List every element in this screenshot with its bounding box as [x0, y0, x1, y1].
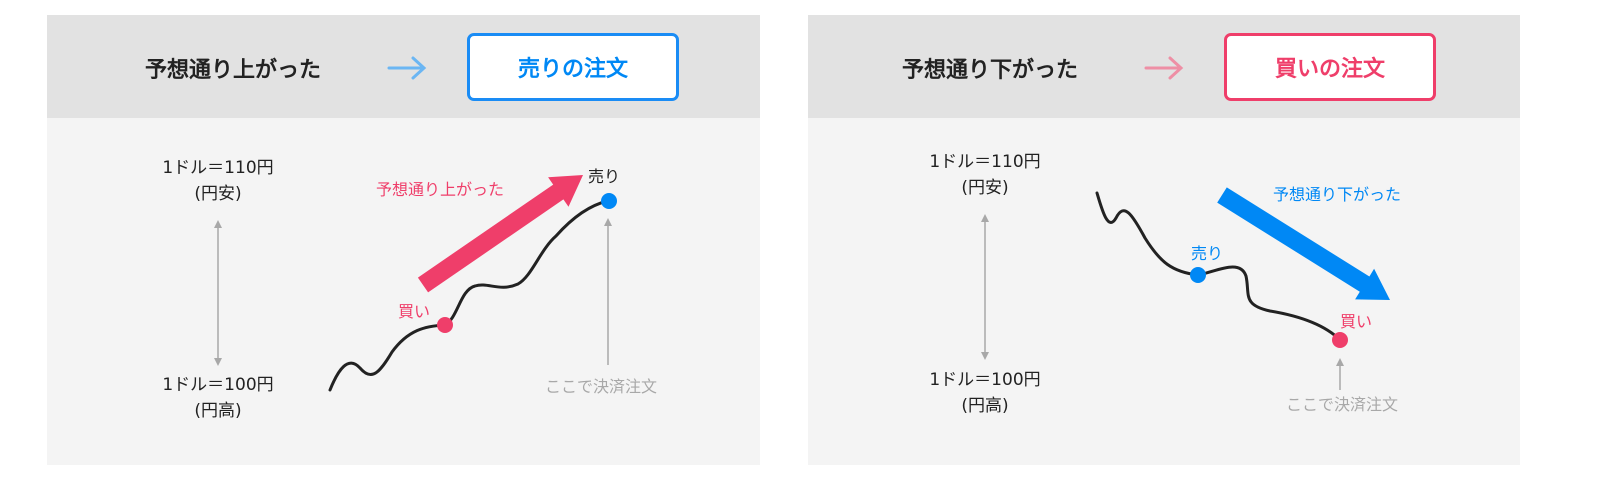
entry-label: 売り [1190, 244, 1224, 263]
rate-high-value: 1ドル＝110円 [929, 152, 1041, 172]
exit-label: 売り [587, 167, 621, 186]
buy-point-dot [437, 317, 453, 333]
rate-low-note: (円高) [961, 396, 1009, 416]
settle-label: ここで決済注文 [1285, 395, 1399, 414]
sell-point-dot [1190, 267, 1206, 283]
price-curve-rise [328, 199, 610, 392]
buy-point-dot [1332, 332, 1348, 348]
trend-down-arrow [1217, 187, 1390, 300]
rate-high-note: (円安) [961, 178, 1009, 198]
header-title: 予想通り上がった [144, 58, 322, 83]
header-title: 予想通り下がった [901, 58, 1079, 83]
entry-label: 買い [397, 302, 431, 321]
trend-up-arrow [417, 175, 583, 293]
price-curve-fall [1095, 191, 1342, 342]
rate-low-value: 1ドル＝100円 [929, 370, 1041, 390]
rate-high-label: 1ドル＝110円 (円安) [162, 155, 273, 207]
trend-label: 予想通り上がった [375, 180, 505, 199]
trend-label: 予想通り下がった [1272, 185, 1402, 204]
settle-label: ここで決済注文 [544, 377, 658, 396]
exit-label: 買い [1339, 312, 1373, 331]
header-arrow-icon-left [387, 56, 427, 80]
rate-low-label: 1ドル＝100円 (円高) [162, 372, 273, 424]
header-arrow-icon-right [1144, 56, 1184, 80]
sell-point-dot [601, 193, 617, 209]
buy-order-box: 買いの注文 [1224, 33, 1436, 101]
rate-high-value: 1ドル＝110円 [162, 158, 274, 178]
rate-low-note: (円高) [194, 401, 242, 421]
rate-high-label: 1ドル＝110円 (円安) [929, 149, 1040, 201]
sell-order-box: 売りの注文 [467, 33, 679, 101]
rate-high-note: (円安) [194, 184, 242, 204]
rate-low-value: 1ドル＝100円 [162, 375, 274, 395]
rate-low-label: 1ドル＝100円 (円高) [929, 367, 1040, 419]
panel-fall [808, 15, 1520, 465]
